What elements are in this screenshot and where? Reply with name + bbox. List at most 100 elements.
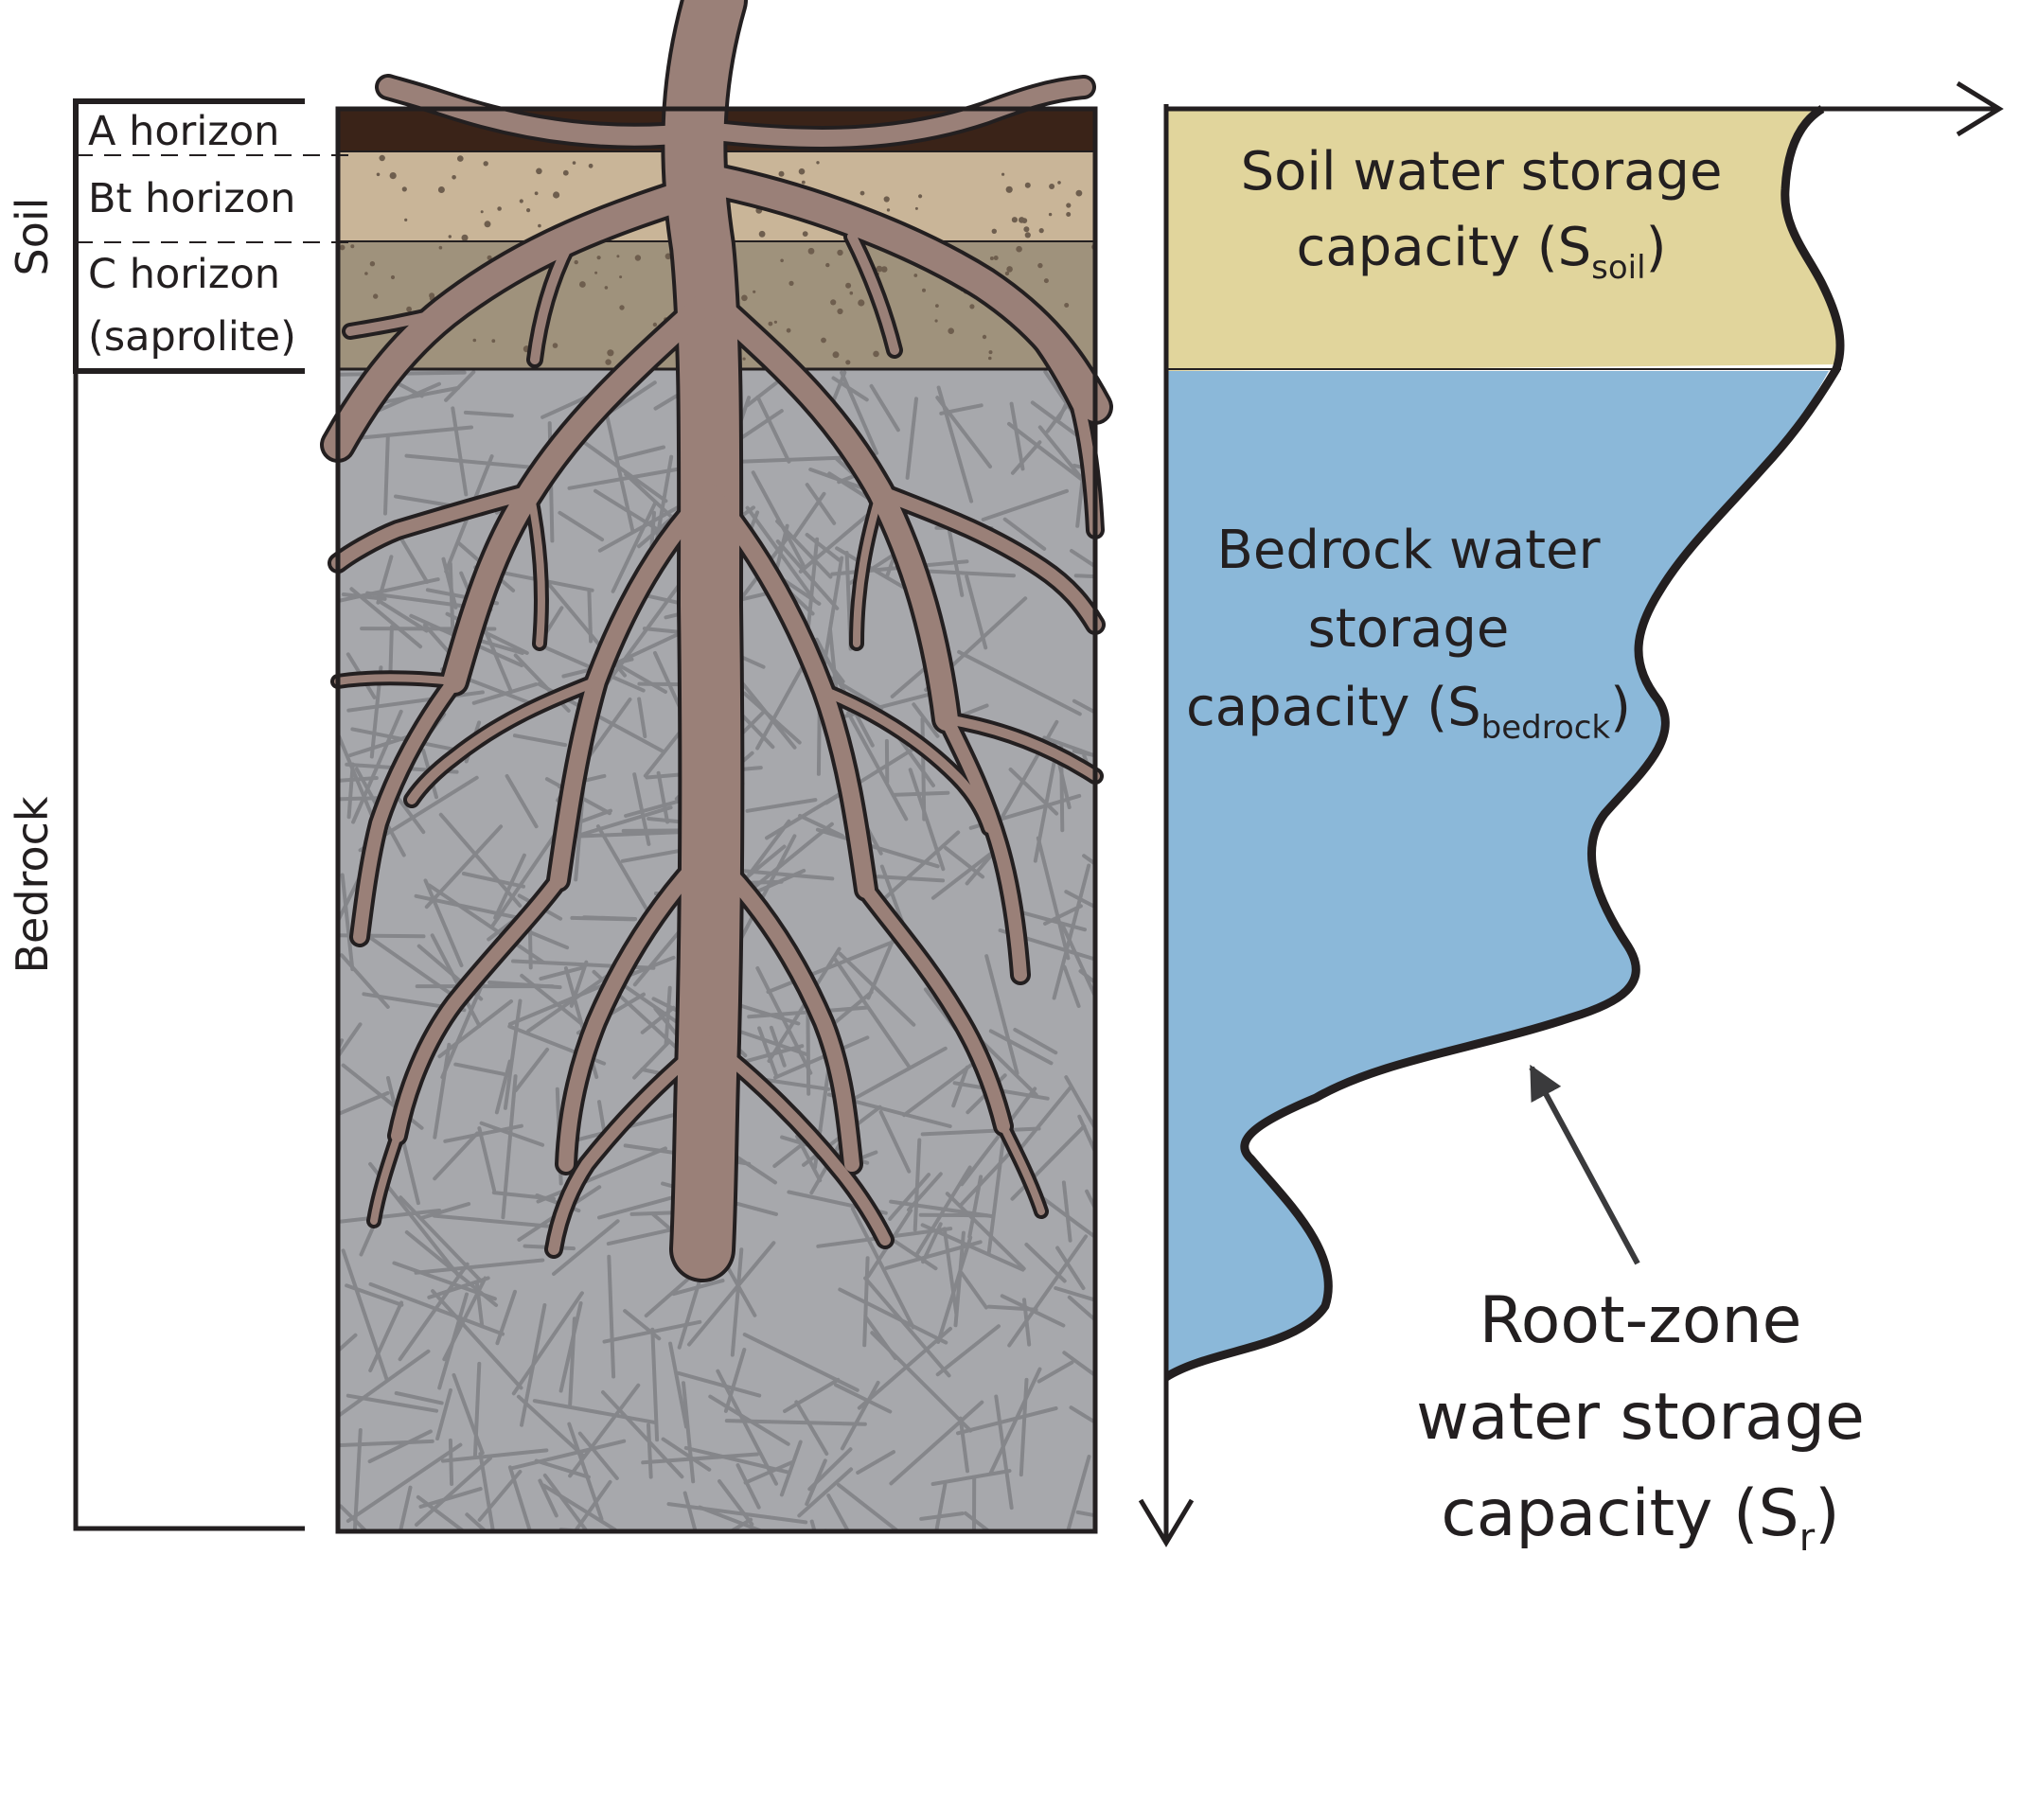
fracture-line <box>708 1394 790 1446</box>
fracture-line <box>558 510 605 542</box>
fracture-line <box>755 966 813 1075</box>
root-zone-label-line2: water storage <box>1416 1380 1865 1455</box>
fracture-line <box>451 406 469 497</box>
fracture-line <box>850 1207 915 1330</box>
fracture-line <box>398 1262 470 1362</box>
fracture-line <box>1062 1351 1095 1378</box>
fracture-line <box>1007 1234 1089 1348</box>
fracture-line <box>967 1175 983 1239</box>
fracture-line <box>601 1390 684 1479</box>
fracture-line <box>611 501 658 593</box>
fracture-line <box>920 1126 1041 1137</box>
soil-speckle <box>859 190 865 196</box>
fracture-line <box>435 1387 452 1440</box>
soil-storage-subscript: soil <box>1591 249 1645 287</box>
fracture-line <box>440 1448 549 1463</box>
fracture-line <box>834 1383 893 1414</box>
fracture-line <box>351 709 403 824</box>
fracture-line <box>623 1309 662 1341</box>
storage-profile <box>1138 80 2004 1547</box>
fracture-line <box>414 1258 545 1275</box>
fracture-line <box>582 915 638 921</box>
fracture-line <box>345 1283 404 1307</box>
fracture-line <box>1072 698 1095 715</box>
soil-speckle <box>594 271 598 274</box>
fracture-line <box>683 1445 792 1475</box>
soil-speckle <box>845 360 851 365</box>
soil-speckle <box>934 319 938 323</box>
fracture-line <box>605 579 684 686</box>
soil-speckle <box>461 234 469 241</box>
soil-speckle <box>1037 262 1043 269</box>
fracture-line <box>664 985 672 1046</box>
fracture-line <box>687 1241 776 1347</box>
soil-storage-label-line1: Soil water storage <box>1241 141 1723 203</box>
fracture-line <box>607 1254 616 1379</box>
tree-roots <box>320 0 1113 1282</box>
fracture-line <box>399 1195 485 1284</box>
fracture-line <box>846 711 909 822</box>
root-branch <box>859 883 1010 1133</box>
fracture-line <box>739 822 834 900</box>
soil-speckle <box>778 170 785 177</box>
fracture-line <box>1062 964 1081 1008</box>
fracture-line <box>951 1065 969 1108</box>
fracture-line <box>883 830 961 900</box>
root-branch <box>942 715 1100 781</box>
fracture-line <box>534 1458 591 1479</box>
fracture-line <box>568 1383 641 1478</box>
fracture-line <box>797 1467 854 1518</box>
root-branch <box>874 486 1102 631</box>
fracture-line <box>656 770 670 824</box>
soil-speckle <box>837 308 843 315</box>
fracture-line <box>920 716 927 822</box>
soil-speckle <box>369 261 376 267</box>
root-zone-subscript: r <box>1799 1516 1816 1560</box>
fracture-line <box>1043 904 1083 926</box>
fracture-line <box>595 824 649 912</box>
fracture-line <box>809 1519 817 1531</box>
soil-label: Soil <box>7 198 58 276</box>
fracture-line <box>427 1276 490 1299</box>
bedrock-label: Bedrock <box>7 796 58 973</box>
soil-speckle <box>789 280 794 286</box>
fracture-line <box>472 1361 482 1458</box>
soil-speckle <box>914 206 918 210</box>
soil-speckle <box>373 293 379 299</box>
soil-speckle <box>605 359 611 365</box>
fracture-line <box>805 533 842 562</box>
soil-speckle <box>652 322 658 327</box>
soil-speckle <box>438 245 443 250</box>
fracture-line <box>676 1370 762 1398</box>
soil-speckle <box>406 306 412 312</box>
soil-speckle <box>989 256 994 260</box>
fracture-line <box>878 1109 912 1174</box>
root-branch <box>1000 1122 1045 1215</box>
soil-speckle <box>993 256 999 260</box>
soil-speckle <box>619 305 625 310</box>
fracture-line <box>338 1333 358 1354</box>
fracture-line <box>986 1133 1006 1256</box>
soil-speckle <box>487 255 492 260</box>
fracture-line <box>1073 574 1095 579</box>
fracture-line <box>960 1087 1037 1187</box>
soil-profile <box>320 0 1113 1534</box>
soil-speckle <box>634 255 642 261</box>
bedrock-storage-label-line3: capacity (Sbedrock) <box>1186 677 1631 747</box>
root-branch <box>379 78 705 146</box>
fracture-line <box>341 1248 389 1382</box>
fracture-line <box>539 965 586 981</box>
fracture-line <box>505 774 539 829</box>
fracture-line <box>577 1431 619 1480</box>
soil-storage-label-line2: capacity (Ssoil) <box>1297 217 1667 287</box>
fracture-line <box>523 928 570 950</box>
fracture-line <box>1019 1377 1029 1477</box>
fracture-line <box>606 1226 682 1246</box>
fracture-line <box>959 1148 1015 1207</box>
soil-speckle <box>553 191 560 199</box>
fracture-line <box>443 1123 523 1143</box>
fracture-line <box>394 1391 444 1405</box>
soil-speckle <box>1043 278 1049 284</box>
soil-speckle <box>802 231 808 238</box>
root-zone-label-line3: capacity (Sr) <box>1441 1476 1839 1560</box>
